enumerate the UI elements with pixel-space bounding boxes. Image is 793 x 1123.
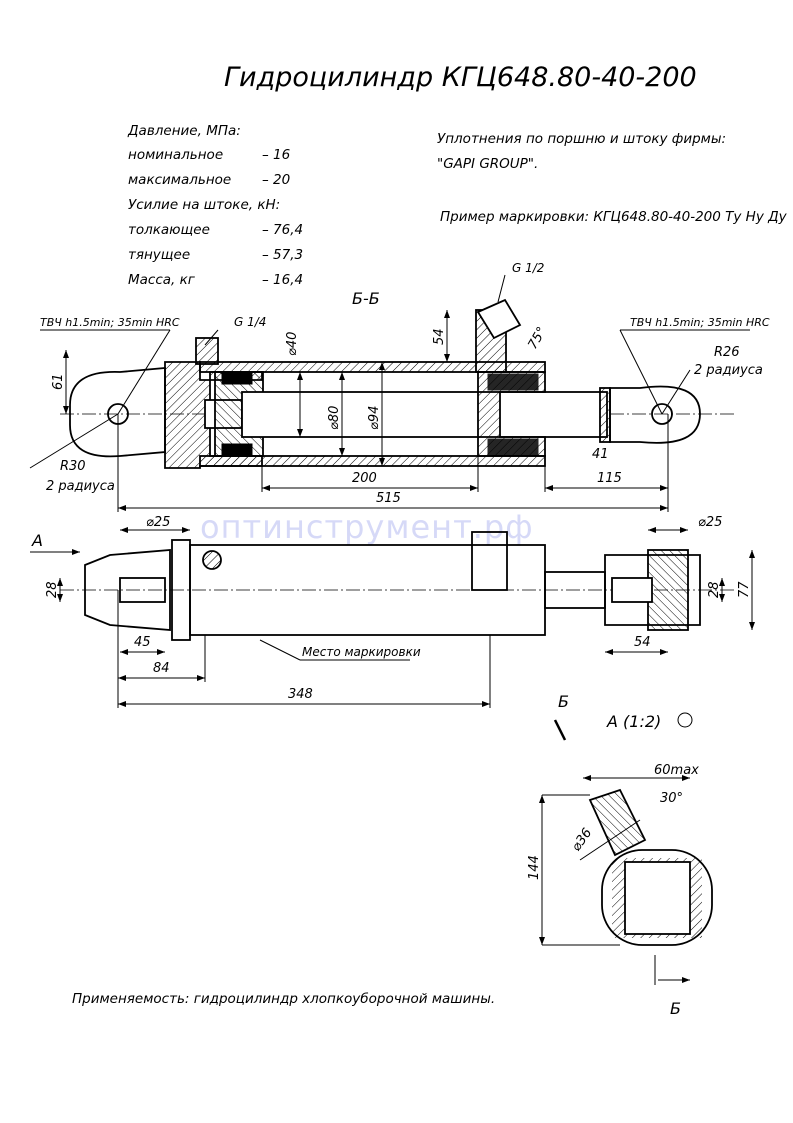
dim-84: 84 — [153, 661, 170, 676]
detail-view — [539, 712, 713, 985]
r30-sub: 2 радиуса — [46, 479, 115, 494]
dia25-right: ⌀25 — [698, 515, 722, 530]
section-label: Б-Б — [352, 289, 380, 308]
max-value: – 20 — [262, 172, 291, 188]
pull-label: тянущее — [128, 247, 191, 263]
marking-example: Пример маркировки: КГЦ648.80-40-200 Ту Н… — [440, 209, 787, 225]
dim-54-section: 54 — [432, 328, 447, 345]
section-view — [29, 274, 750, 512]
port-right-label: G 1/2 — [512, 261, 544, 275]
cut-b-top: Б — [558, 692, 569, 711]
detail-labels: Б Б А (1:2) 60max 30° ⌀36 144 — [527, 692, 699, 1018]
tvch-right-label: ТВЧ h1.5min; 35min HRC — [630, 316, 770, 329]
section-labels: Б-Б ТВЧ h1.5min; 35min HRC ТВЧ h1.5min; … — [40, 261, 770, 506]
seals-note-line2: "GAPI GROUP". — [437, 156, 539, 172]
watermark: оптинструмент.рф — [200, 508, 534, 546]
dim-144: 144 — [527, 855, 542, 880]
force-header: Усилие на штоке, кН: — [128, 197, 281, 213]
seals-note-line1: Уплотнения по поршню и штоку фирмы: — [437, 131, 727, 147]
dim-61: 61 — [51, 373, 66, 390]
r26-label: R26 — [714, 345, 740, 360]
push-value: – 76,4 — [262, 222, 304, 238]
r30-label: R30 — [60, 459, 86, 474]
applicability-note: Применяемость: гидроцилиндр хлопкоубороч… — [72, 991, 496, 1007]
drawing-title: Гидроцилиндр КГЦ648.80-40-200 — [224, 62, 697, 93]
dia25-left: ⌀25 — [146, 515, 170, 530]
plan-labels: А ⌀25 ⌀25 28 28 77 45 54 84 348 Место ма… — [31, 515, 752, 702]
mass-label: Масса, кг — [128, 272, 195, 288]
nominal-value: – 16 — [262, 147, 291, 163]
dim-77: 77 — [737, 581, 752, 598]
dim-28-right: 28 — [707, 581, 722, 598]
pressure-header: Давление, МПа: — [128, 123, 241, 139]
dim-28-left: 28 — [45, 581, 60, 598]
dim-348: 348 — [288, 687, 313, 702]
plan-view — [30, 527, 755, 708]
dim-515: 515 — [376, 491, 401, 506]
cut-b-bottom: Б — [670, 999, 681, 1018]
dim-41: 41 — [592, 447, 609, 462]
port-left-label: G 1/4 — [234, 315, 266, 329]
dim-54-plan: 54 — [634, 635, 651, 650]
marking-place-label: Место маркировки — [302, 645, 421, 659]
dim-115: 115 — [597, 471, 622, 486]
dim-94: ⌀94 — [367, 406, 382, 430]
dim-60max: 60max — [654, 763, 699, 778]
r26-sub: 2 радиуса — [694, 363, 763, 378]
pull-value: – 57,3 — [262, 247, 304, 263]
dia36: ⌀36 — [569, 826, 595, 855]
dim-80: ⌀80 — [327, 406, 342, 430]
nominal-label: номинальное — [128, 147, 224, 163]
dim-200: 200 — [352, 471, 377, 486]
dim-45: 45 — [134, 635, 151, 650]
mass-value: – 16,4 — [262, 272, 304, 288]
tvch-left-label: ТВЧ h1.5min; 35min HRC — [40, 316, 180, 329]
max-label: максимальное — [128, 172, 232, 188]
view-a-label: А — [31, 531, 43, 550]
angle-75: 75° — [525, 325, 550, 352]
push-label: толкающее — [128, 222, 210, 238]
detail-view-label: А (1:2) — [606, 712, 661, 731]
angle-30: 30° — [660, 791, 683, 806]
dim-40: ⌀40 — [285, 332, 300, 356]
